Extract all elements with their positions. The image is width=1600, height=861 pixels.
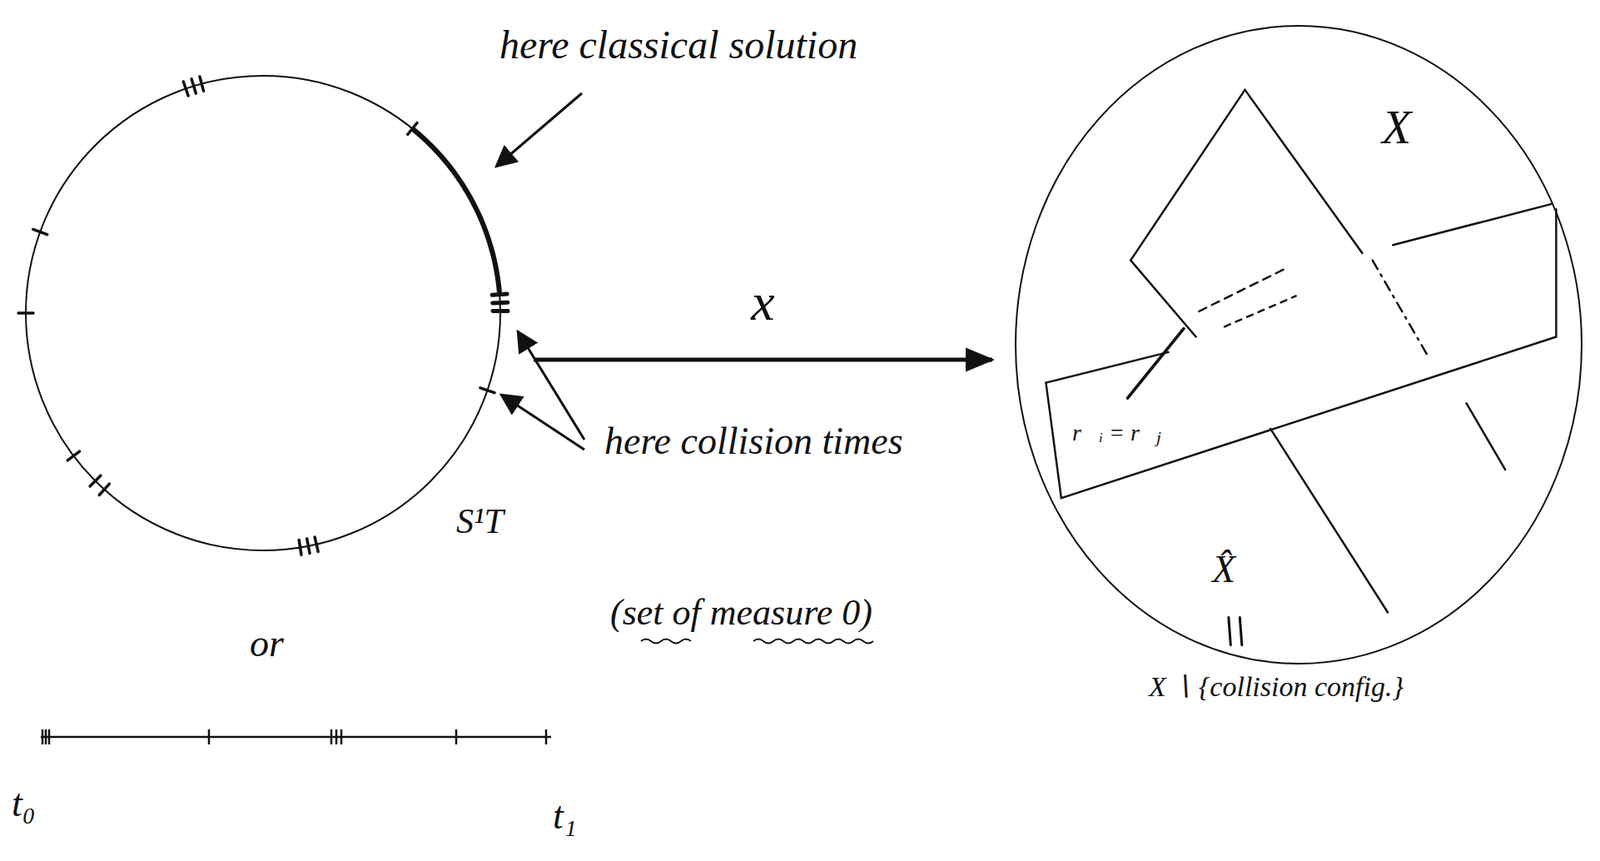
conjunction: or — [249, 622, 350, 666]
circle-domain: S¹T — [25, 75, 501, 551]
ellipse-outline — [1015, 25, 1582, 664]
configuration-space: XX̂X ∖ {collision config.} — [1015, 25, 1582, 664]
collision-condition: r⃗ᵢ = r⃗ⱼ — [1072, 420, 1189, 447]
collision-tick — [480, 387, 495, 393]
space-name: X — [1381, 100, 1412, 155]
collision-tick — [89, 475, 101, 487]
collision-tick — [492, 308, 508, 314]
collision-tick — [18, 311, 34, 315]
collision-tick — [492, 300, 508, 306]
collision-tick — [33, 228, 48, 234]
time-interval — [40, 729, 552, 745]
map-arrow — [533, 357, 993, 363]
collision-tick — [199, 76, 204, 91]
collision-tick — [314, 536, 319, 552]
circle-line — [25, 75, 501, 551]
leader-arrows — [496, 93, 585, 450]
collision-tick — [407, 123, 418, 135]
wavy-underline — [640, 639, 874, 644]
ellipse-line — [1015, 25, 1582, 664]
collision-tick — [491, 293, 507, 295]
collision-tick — [67, 451, 80, 461]
collision-tick — [99, 483, 110, 495]
space-name: S¹T — [456, 501, 504, 541]
plane-sketch — [1045, 89, 1556, 646]
subspace-name: X̂ — [1212, 548, 1236, 592]
time-label: t₁ — [552, 795, 620, 838]
subspace-definition: X ∖ {collision config.} — [1148, 670, 1404, 702]
note: here collision times — [604, 420, 1009, 463]
equals-sign — [1228, 617, 1243, 646]
collision-tick — [298, 540, 302, 556]
solution-arc — [412, 129, 500, 294]
map-name: x — [750, 273, 775, 332]
note: (set of measure 0) — [610, 592, 1044, 633]
time-label: t₀ — [11, 782, 79, 825]
note: here classical solution — [499, 23, 1037, 68]
collision-tick — [191, 79, 196, 94]
collision-tick — [183, 81, 189, 96]
collision-tick — [307, 538, 310, 554]
circle-outline — [25, 75, 501, 551]
leader-line — [1127, 328, 1184, 398]
